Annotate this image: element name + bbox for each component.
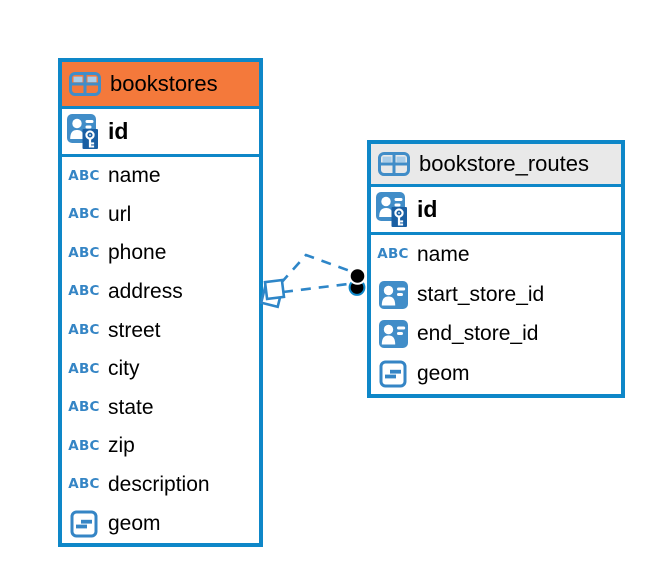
relationship-line-upper[interactable] — [280, 253, 351, 284]
table-title: bookstore_routes — [419, 151, 589, 176]
column-label: zip — [108, 434, 135, 458]
text-type-icon: ABC — [68, 476, 100, 493]
primary-key-icon — [375, 191, 411, 228]
text-type-icon: ABC — [68, 206, 100, 223]
reference-column-icon — [375, 281, 411, 309]
entity-bookstores[interactable]: bookstores id ABC name ABC url ABC phone… — [58, 58, 263, 547]
column-row-id[interactable]: id — [371, 187, 621, 235]
entity-bookstore-routes[interactable]: bookstore_routes id ABC name start_store… — [367, 140, 625, 398]
column-label: phone — [108, 241, 167, 265]
column-label: id — [417, 196, 438, 222]
table-header[interactable]: bookstores — [62, 62, 259, 109]
column-row-state[interactable]: ABC state — [62, 389, 259, 428]
column-row-geom[interactable]: geom — [62, 504, 259, 543]
table-icon — [69, 72, 101, 96]
column-label: street — [108, 318, 161, 342]
text-type-icon: ABC — [377, 246, 409, 263]
geometry-type-icon — [66, 510, 102, 538]
text-type-icon: ABC — [68, 167, 100, 184]
column-label: name — [417, 242, 470, 266]
reference-column-icon — [375, 320, 411, 348]
relationship-source-anchor[interactable] — [259, 278, 286, 309]
column-label: description — [108, 473, 210, 497]
column-row-city[interactable]: ABC city — [62, 350, 259, 389]
text-type-icon: ABC — [68, 283, 100, 300]
column-label: end_store_id — [417, 322, 539, 346]
column-label: start_store_id — [417, 282, 545, 306]
column-row-phone[interactable]: ABC phone — [62, 234, 259, 273]
table-title: bookstores — [110, 71, 218, 96]
column-row-name[interactable]: ABC name — [62, 157, 259, 196]
column-list: ABC name start_store_id end_store_id geo… — [371, 235, 621, 394]
column-label: id — [108, 118, 129, 144]
column-label: address — [108, 280, 183, 304]
text-type-icon: ABC — [68, 437, 100, 454]
text-type-icon: ABC — [68, 321, 100, 338]
column-row-id[interactable]: id — [62, 109, 259, 157]
table-header[interactable]: bookstore_routes — [371, 144, 621, 187]
relationship-line-lower[interactable] — [282, 282, 349, 294]
column-list: ABC name ABC url ABC phone ABC address A… — [62, 157, 259, 543]
column-row-street[interactable]: ABC street — [62, 311, 259, 350]
column-label: city — [108, 357, 140, 381]
column-label: geom — [417, 362, 470, 386]
text-type-icon: ABC — [68, 244, 100, 261]
column-row-url[interactable]: ABC url — [62, 196, 259, 235]
column-row-zip[interactable]: ABC zip — [62, 427, 259, 466]
text-type-icon: ABC — [68, 399, 100, 416]
table-icon — [378, 152, 410, 176]
geometry-type-icon — [375, 360, 411, 388]
column-row-geom[interactable]: geom — [371, 354, 621, 394]
column-row-name[interactable]: ABC name — [371, 235, 621, 275]
column-row-start-store-id[interactable]: start_store_id — [371, 275, 621, 315]
column-label: geom — [108, 511, 161, 535]
column-label: url — [108, 202, 132, 226]
column-label: name — [108, 164, 161, 188]
text-type-icon: ABC — [68, 360, 100, 377]
column-row-end-store-id[interactable]: end_store_id — [371, 315, 621, 355]
column-row-address[interactable]: ABC address — [62, 273, 259, 312]
relationship-lines[interactable] — [280, 253, 351, 294]
column-label: state — [108, 395, 154, 419]
relationship-target-anchor[interactable] — [348, 267, 367, 296]
column-row-description[interactable]: ABC description — [62, 466, 259, 505]
primary-key-icon — [66, 113, 102, 150]
